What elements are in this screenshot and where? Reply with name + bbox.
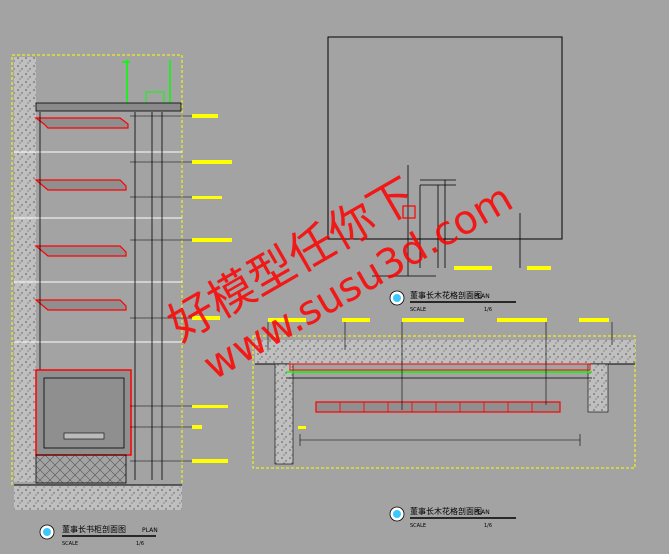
bookcase-section	[11, 54, 232, 510]
plan-top-title: 董事长木花格剖面图	[410, 290, 482, 300]
plan-title-bottom: 董事长木花格剖面图 PLAN SCALE 1/6	[389, 506, 516, 529]
plan-bottom-scale-value: 1/6	[484, 523, 492, 529]
plan-top-scale-value: 1/6	[484, 307, 492, 313]
lattice-section-top	[327, 36, 563, 277]
plan-left-scale-value: 1/6	[136, 541, 144, 547]
plan-bottom-title-en: PLAN	[474, 509, 490, 516]
plan-top-scale-label: SCALE	[410, 307, 426, 313]
plan-left-title: 董事长书柜剖面图	[62, 524, 126, 534]
plan-title-left: 董事长书柜剖面图 PLAN SCALE 1/6	[39, 524, 158, 547]
lattice-section-bottom	[252, 318, 636, 469]
plan-left-scale-label: SCALE	[62, 541, 78, 547]
plan-left-title-en: PLAN	[142, 527, 158, 534]
plan-title-top: 董事长木花格剖面图 PLAN SCALE 1/6	[389, 290, 516, 313]
plan-bottom-title: 董事长木花格剖面图	[410, 506, 482, 516]
plan-top-title-en: PLAN	[474, 293, 490, 300]
plan-bottom-scale-label: SCALE	[410, 523, 426, 529]
